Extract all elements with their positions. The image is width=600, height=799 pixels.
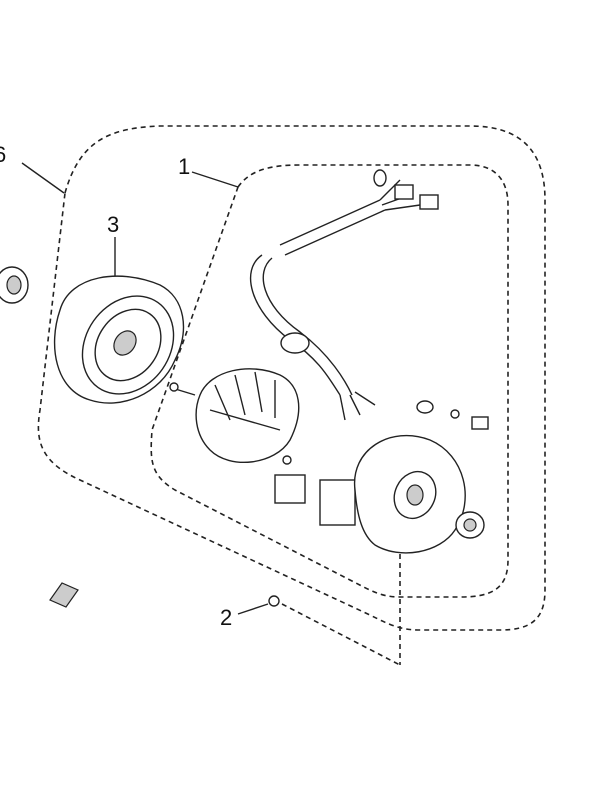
pickup-coil-part xyxy=(274,455,356,526)
leader-line-6 xyxy=(21,162,65,194)
stator-group-outline xyxy=(150,164,509,598)
screw-set-part xyxy=(416,400,489,430)
flywheel-rotor-part xyxy=(53,275,185,404)
callout-6: 6 xyxy=(0,142,6,167)
callout-3: 3 xyxy=(107,212,119,237)
stator-coil-part xyxy=(169,368,300,463)
leader-line-1 xyxy=(191,171,239,188)
stator-base-plate-part xyxy=(353,435,485,554)
outer-group-outline xyxy=(37,125,546,631)
callout-1: 1 xyxy=(178,154,190,179)
bolt-dashed-line xyxy=(281,603,401,666)
clip-part xyxy=(49,582,79,608)
callout-2: 2 xyxy=(220,605,232,630)
washer-part xyxy=(0,266,29,304)
bolt-part xyxy=(268,595,280,607)
leader-line-2 xyxy=(237,603,269,615)
wire-harness-part xyxy=(249,169,439,421)
